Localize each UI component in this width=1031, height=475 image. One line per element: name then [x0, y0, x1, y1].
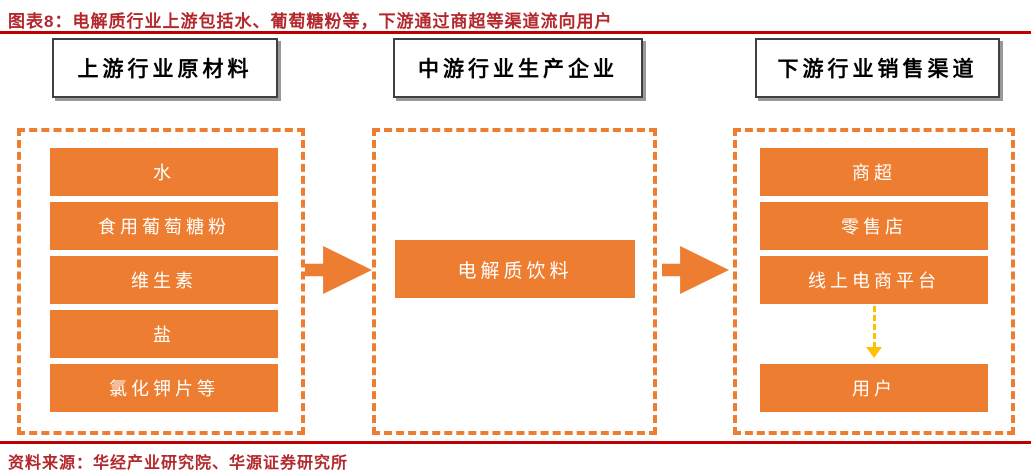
node-user: 用户: [760, 364, 988, 412]
column-header-upstream-label: 上游行业原材料: [77, 57, 253, 81]
dashed-arrow-head-icon: [866, 347, 882, 358]
node-online-ecommerce-platform: 线上电商平台: [760, 256, 988, 304]
midstream-group-container: 电解质饮料: [372, 128, 657, 435]
node-potassium-chloride: 氯化钾片等: [50, 364, 278, 412]
node-vitamins: 维生素: [50, 256, 278, 304]
column-header-midstream-label: 中游行业生产企业: [418, 57, 618, 81]
downstream-group-container: 商超 零售店 线上电商平台 用户: [733, 128, 1015, 435]
node-water: 水: [50, 148, 278, 196]
node-retail-store: 零售店: [760, 202, 988, 250]
column-header-downstream: 下游行业销售渠道: [755, 38, 1000, 98]
figure-source: 资料来源：华经产业研究院、华源证券研究所: [8, 455, 349, 472]
column-header-midstream: 中游行业生产企业: [393, 38, 643, 98]
column-header-upstream: 上游行业原材料: [52, 38, 278, 98]
flow-arrow-midstream-to-downstream: [662, 246, 729, 294]
node-salt: 盐: [50, 310, 278, 358]
node-electrolyte-beverage: 电解质饮料: [395, 240, 635, 298]
node-supermarket: 商超: [760, 148, 988, 196]
dashed-arrow-line-to-user: [873, 306, 876, 348]
node-edible-glucose-powder: 食用葡萄糖粉: [50, 202, 278, 250]
upstream-group-container: 水 食用葡萄糖粉 维生素 盐 氯化钾片等: [17, 128, 305, 435]
column-header-downstream-label: 下游行业销售渠道: [777, 57, 978, 81]
title-divider-line: [0, 31, 1031, 34]
footer-divider-line: [0, 441, 1031, 444]
figure-title: 图表8：电解质行业上游包括水、葡萄糖粉等，下游通过商超等渠道流向用户: [8, 12, 613, 31]
flow-arrow-upstream-to-midstream: [305, 246, 372, 294]
